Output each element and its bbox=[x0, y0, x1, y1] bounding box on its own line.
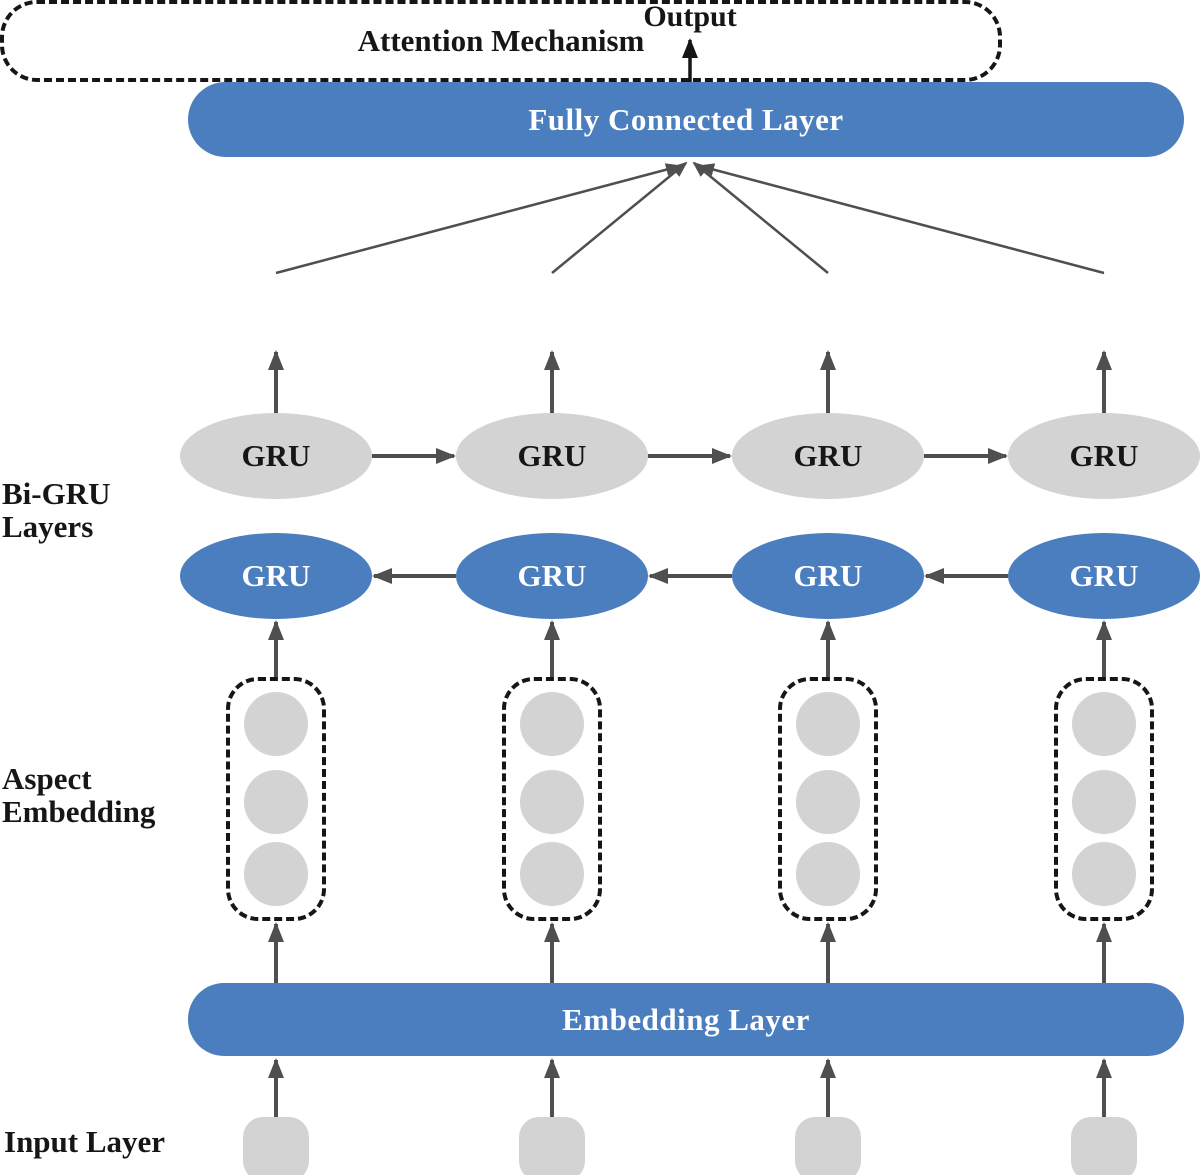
aspect-embedding-box-4 bbox=[1054, 677, 1154, 921]
aspect-circle bbox=[1072, 770, 1136, 834]
input-token-2 bbox=[519, 1117, 585, 1175]
input-token-4 bbox=[1071, 1117, 1137, 1175]
aspect-circle bbox=[1072, 842, 1136, 906]
aspect-circle bbox=[244, 842, 308, 906]
attention-to-fc-line-4 bbox=[698, 163, 1105, 275]
aspect-circle bbox=[520, 770, 584, 834]
bi-gru-layers-label-line2: Layers bbox=[2, 509, 94, 544]
input-token-3 bbox=[795, 1117, 861, 1175]
input-token-1 bbox=[243, 1117, 309, 1175]
backward-gru-node-1: GRU bbox=[180, 533, 372, 619]
aspect-embedding-label-line1: Aspect bbox=[2, 761, 92, 796]
aspect-embedding-label-line2: Embedding bbox=[2, 794, 156, 829]
aspect-embedding-box-3 bbox=[778, 677, 878, 921]
aspect-circle bbox=[244, 692, 308, 756]
forward-gru-node-2: GRU bbox=[456, 413, 648, 499]
aspect-circle bbox=[244, 770, 308, 834]
forward-gru-node-1: GRU bbox=[180, 413, 372, 499]
output-label: Output bbox=[643, 0, 737, 33]
fully-connected-layer-label: Fully Connected Layer bbox=[528, 101, 844, 137]
embedding-layer: Embedding Layer bbox=[188, 983, 1184, 1056]
backward-gru-node-4: GRU bbox=[1008, 533, 1200, 619]
attention-mechanism-box: Attention Mechanism bbox=[0, 0, 1002, 82]
aspect-circle bbox=[1072, 692, 1136, 756]
bi-gru-layers-label: Bi-GRU Layers bbox=[2, 477, 111, 543]
forward-gru-node-4: GRU bbox=[1008, 413, 1200, 499]
aspect-circle bbox=[520, 692, 584, 756]
aspect-embedding-box-1 bbox=[226, 677, 326, 921]
embedding-layer-label: Embedding Layer bbox=[562, 1001, 810, 1037]
attention-mechanism-label: Attention Mechanism bbox=[357, 23, 645, 58]
attention-to-fc-line-3 bbox=[692, 161, 829, 274]
aspect-circle bbox=[796, 770, 860, 834]
aspect-circle bbox=[796, 842, 860, 906]
aspect-embedding-box-2 bbox=[502, 677, 602, 921]
backward-gru-node-3: GRU bbox=[732, 533, 924, 619]
fully-connected-layer: Fully Connected Layer bbox=[188, 82, 1184, 157]
aspect-circle bbox=[520, 842, 584, 906]
bi-gru-layers-label-line1: Bi-GRU bbox=[2, 476, 111, 511]
attention-to-fc-line-1 bbox=[275, 163, 682, 275]
attention-to-fc-line-2 bbox=[551, 161, 688, 274]
aspect-embedding-label: Aspect Embedding bbox=[2, 762, 155, 828]
forward-gru-node-3: GRU bbox=[732, 413, 924, 499]
aspect-circle bbox=[796, 692, 860, 756]
backward-gru-node-2: GRU bbox=[456, 533, 648, 619]
input-layer-label: Input Layer bbox=[4, 1124, 166, 1159]
